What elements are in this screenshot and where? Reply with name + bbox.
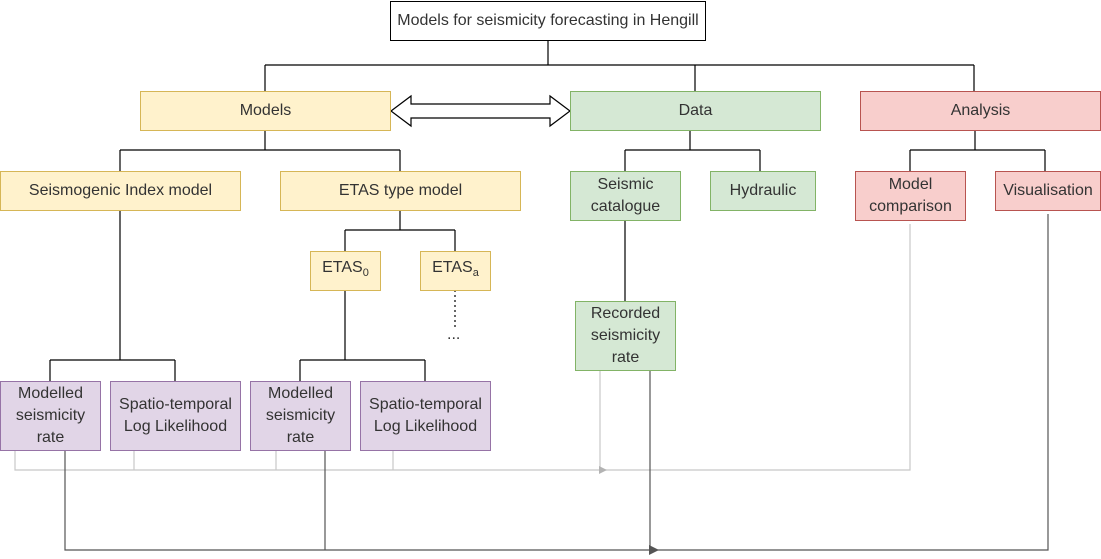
si-log-likelihood-line2: Log Likelihood <box>123 418 228 435</box>
hydraulic-label: Hydraulic <box>729 182 797 199</box>
recorded-rate-line3: rate <box>611 349 640 366</box>
si-modelled-rate-line3: rate <box>36 429 65 446</box>
model-comparison-line2: comparison <box>869 198 952 215</box>
etas0-subscript: 0 <box>362 267 369 280</box>
etas0-label: ETAS0 <box>322 257 369 284</box>
visualisation-connectors <box>64 214 1049 550</box>
edge-models-children <box>119 130 401 171</box>
etas-type-node: ETAS type model <box>280 171 521 211</box>
models-label: Models <box>239 102 292 119</box>
etas0-base: ETAS <box>322 259 363 277</box>
edge-outputs-to-comparison <box>14 224 911 470</box>
etas0-node: ETAS0 <box>310 251 381 291</box>
visualisation-node: Visualisation <box>995 171 1101 211</box>
seismogenic-index-label: Seismogenic Index model <box>28 182 213 199</box>
recorded-rate-line2: seismicity <box>590 327 661 344</box>
visualisation-label: Visualisation <box>1003 182 1093 199</box>
edge-root-categories <box>264 40 975 91</box>
etas-modelled-rate-line2: seismicity <box>265 407 336 424</box>
etas-modelled-rate-line3: rate <box>286 429 315 446</box>
etas-modelled-rate-node: Modelled seismicity rate <box>250 381 351 451</box>
etas-log-likelihood-line1: Spatio-temporal <box>369 396 482 413</box>
edge-data-children <box>624 130 761 171</box>
double-arrow-models-data <box>390 94 571 128</box>
recorded-rate-line1: Recorded <box>590 305 661 322</box>
etas-modelled-rate-line1: Modelled <box>268 385 333 402</box>
etas-type-label: ETAS type model <box>338 182 463 199</box>
model-comparison-node: Model comparison <box>855 171 966 221</box>
si-log-likelihood-node: Spatio-temporal Log Likelihood <box>110 381 241 451</box>
model-comparison-line1: Model <box>888 176 933 193</box>
root-title: Models for seismicity forecasting in Hen… <box>397 12 699 29</box>
analysis-label: Analysis <box>950 102 1011 119</box>
seismogenic-index-node: Seismogenic Index model <box>0 171 241 211</box>
analysis-node: Analysis <box>860 91 1101 131</box>
etasa-node: ETASa <box>420 251 491 291</box>
seismic-catalogue-node: Seismic catalogue <box>570 171 681 221</box>
etas-log-likelihood-line2: Log Likelihood <box>373 418 478 435</box>
etasa-label: ETASa <box>432 257 479 284</box>
etasa-base: ETAS <box>432 259 473 277</box>
root-node: Models for seismicity forecasting in Hen… <box>390 1 706 41</box>
tree-connectors <box>49 40 1046 381</box>
etasa-ellipsis: ... <box>447 326 461 343</box>
data-node: Data <box>570 91 821 131</box>
edge-etas0-outputs <box>299 290 426 381</box>
etas-log-likelihood-node: Spatio-temporal Log Likelihood <box>360 381 491 451</box>
si-log-likelihood-line1: Spatio-temporal <box>119 396 232 413</box>
recorded-rate-node: Recorded seismicity rate <box>575 301 676 371</box>
etasa-subscript: a <box>472 267 479 280</box>
seismic-catalogue-line2: catalogue <box>590 198 661 215</box>
si-modelled-rate-line2: seismicity <box>15 407 86 424</box>
edge-etas-children <box>344 210 456 251</box>
si-modelled-rate-line1: Modelled <box>18 385 83 402</box>
hydraulic-node: Hydraulic <box>710 171 816 211</box>
edge-si-outputs <box>49 210 176 381</box>
edge-analysis-children <box>909 130 1046 171</box>
seismic-catalogue-line1: Seismic <box>597 176 654 193</box>
comparison-connectors <box>14 224 911 470</box>
edge-outputs-to-visualisation <box>64 214 1049 550</box>
si-modelled-rate-node: Modelled seismicity rate <box>0 381 101 451</box>
data-label: Data <box>678 102 713 119</box>
models-node: Models <box>140 91 391 131</box>
